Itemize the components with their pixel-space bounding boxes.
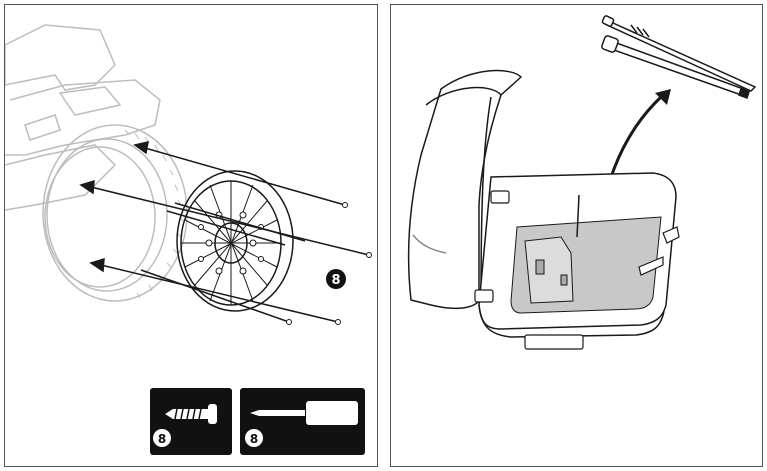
box-tabs xyxy=(524,226,680,350)
hinge-pin-1 xyxy=(601,15,757,92)
screw-tips xyxy=(286,202,372,325)
screw-icon-box: 8 xyxy=(150,388,232,455)
screwdriver-icon-count: 8 xyxy=(250,432,258,446)
box-cavity xyxy=(510,194,662,314)
arrow-line-3 xyxy=(100,264,339,323)
hinge-clips xyxy=(474,190,510,303)
arrow-line-1 xyxy=(144,147,346,206)
arrow-line-4 xyxy=(140,269,290,323)
hinge-pin-2 xyxy=(601,35,750,99)
car-body-ghost xyxy=(5,24,161,211)
arrow-line-6 xyxy=(174,202,306,242)
storage-box-panel xyxy=(390,4,763,467)
storage-box-illustration xyxy=(407,15,757,350)
screwdriver-icon xyxy=(250,401,358,425)
screw-arrows xyxy=(79,141,370,323)
arrow-head-2 xyxy=(79,179,95,195)
screwdriver-icon-box: 8 xyxy=(240,388,365,455)
arrow-head-1 xyxy=(133,141,149,155)
arrow-line-5 xyxy=(166,210,286,246)
wheel-assembly-illustration: 8 8 8 xyxy=(5,24,372,455)
screw-icon-count: 8 xyxy=(158,432,166,446)
screw-count-badge: 8 xyxy=(326,269,346,289)
arrow-head-3 xyxy=(89,257,105,273)
screw-icon xyxy=(165,404,217,424)
wheel-tread xyxy=(124,129,184,299)
wheel-assembly-panel: 8 8 8 xyxy=(4,4,378,467)
arrow-line-2 xyxy=(90,186,370,256)
hub-cap xyxy=(176,170,294,312)
screw-count-badge-text: 8 xyxy=(331,273,340,288)
